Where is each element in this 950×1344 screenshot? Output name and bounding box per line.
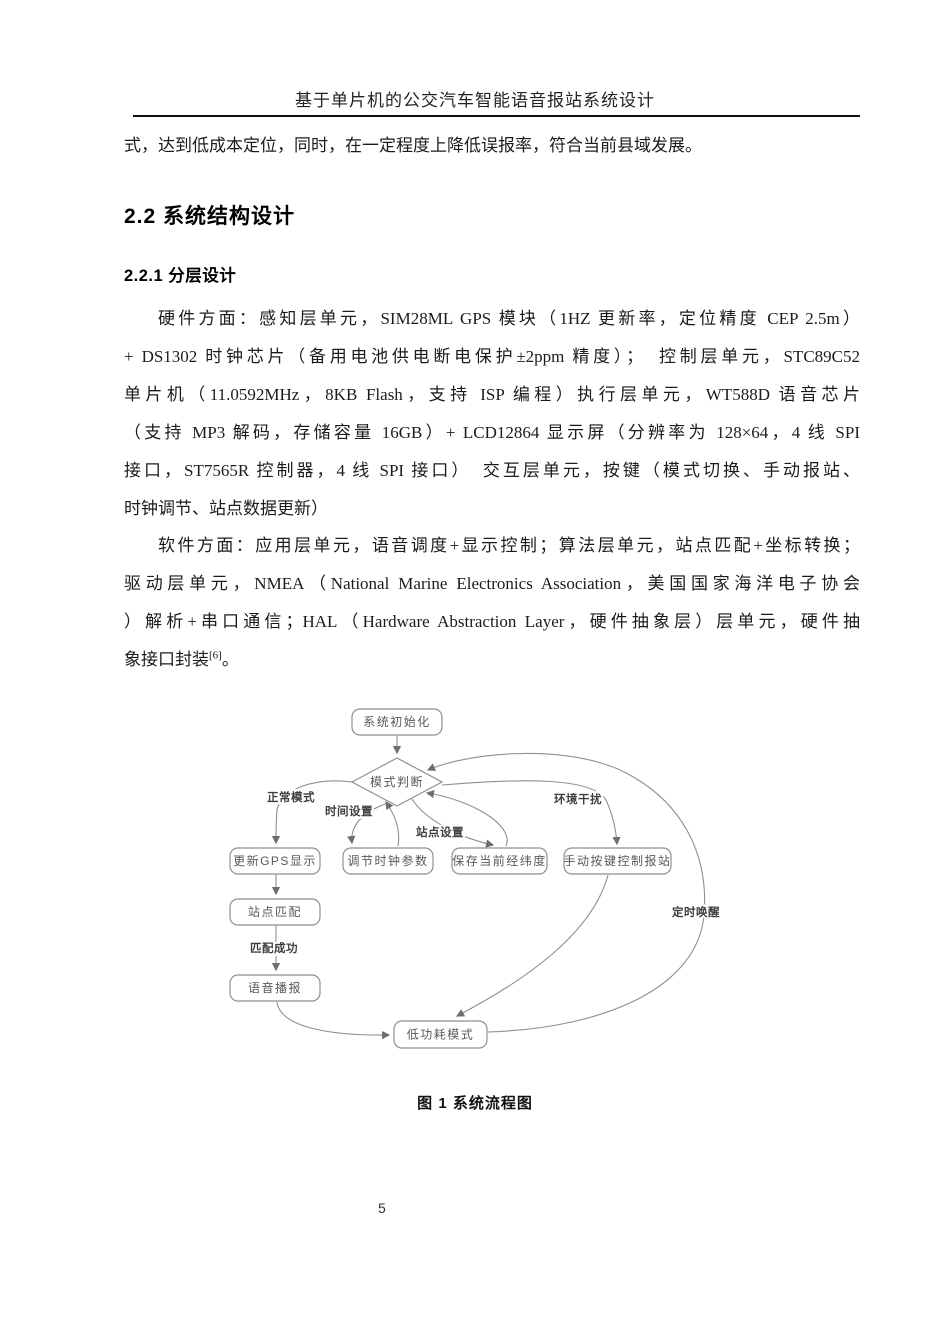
- flow-node-label-low: 低功耗模式: [407, 1028, 475, 1042]
- flow-edge-e_station_up: [425, 789, 508, 847]
- flow-edge-label-e_env: 环境干扰: [554, 792, 602, 806]
- flow-edge-label-e_station_down: 站点设置: [416, 825, 464, 839]
- flow-node-label-manual: 手动按键控制报站: [563, 853, 671, 868]
- flow-node-voice: [229, 974, 321, 1002]
- flow-node-label-save: 保存当前经纬度: [452, 853, 547, 868]
- flow-node-label-match: 站点匹配: [248, 905, 302, 919]
- flow-edge-e_env: [441, 780, 621, 846]
- paragraph-text: 。: [221, 650, 239, 669]
- flow-node-init: [351, 708, 443, 736]
- paragraph-line: 单片机（11.0592MHz，8KB Flash，支持 ISP 编程）执行层单元…: [124, 385, 860, 404]
- flow-node-manual: [563, 847, 672, 875]
- hardware-paragraph: 硬件方面：感知层单元，SIM28ML GPS 模块（1HZ 更新率，定位精度 C…: [124, 300, 860, 528]
- flow-edge-label-e_match_voice: 匹配成功: [250, 941, 298, 955]
- section-heading: 2.2 系统结构设计: [124, 205, 296, 228]
- paragraph-line: 接口，ST7565R 控制器，4 线 SPI 接口） 交互层单元，按键（模式切换…: [124, 461, 860, 480]
- paragraph-line: + DS1302 时钟芯片（备用电池供电断电保护±2ppm 精度）； 控制层单元…: [124, 347, 860, 366]
- flow-node-label-voice: 语音播报: [248, 980, 302, 995]
- paragraph-line: 软件方面：应用层单元，语音调度+显示控制；算法层单元，站点匹配+坐标转换；: [158, 536, 860, 555]
- flow-node-decision: [350, 757, 444, 807]
- intro-paragraph: 式，达到低成本定位，同时，在一定程度上降低误报率，符合当前县域发展。: [124, 136, 702, 155]
- flow-node-label-init: 系统初始化: [363, 715, 431, 729]
- flow-edge-e_manual_low: [455, 874, 609, 1017]
- running-header: 基于单片机的公交汽车智能语音报站系统设计: [295, 91, 655, 110]
- flow-edge-e_wake: [426, 752, 706, 1033]
- flow-edge-e_station_down: [411, 798, 495, 848]
- flow-node-clock: [342, 847, 434, 875]
- figure-caption: 图 1 系统流程图: [417, 1095, 533, 1112]
- paragraph-line: 驱动层单元，NMEA（National Marine Electronics A…: [124, 574, 860, 593]
- flow-edge-label-e_wake: 定时唤醒: [672, 905, 720, 919]
- flow-node-low: [393, 1020, 488, 1049]
- paragraph-line: 时钟调节、站点数据更新）: [124, 499, 328, 518]
- flow-node-label-clock: 调节时钟参数: [347, 853, 428, 868]
- header-rule: [133, 115, 860, 117]
- flow-edge-e_voice_low: [276, 1001, 391, 1040]
- flow-edge-label-e_normal: 正常模式: [267, 790, 315, 804]
- paragraph-line: 象接口封装[6]。: [124, 641, 860, 679]
- flow-node-label-gps: 更新GPS显示: [233, 853, 317, 868]
- flow-edge-label-e_time_down: 时间设置: [325, 804, 373, 818]
- flow-node-save: [451, 847, 548, 875]
- software-paragraph: 软件方面：应用层单元，语音调度+显示控制；算法层单元，站点匹配+坐标转换； 驱动…: [124, 527, 860, 679]
- flow-node-match: [229, 898, 321, 926]
- page-number: 5: [378, 1200, 386, 1216]
- paragraph-line: ）解析+串口通信；HAL（Hardware Abstraction Layer，…: [124, 612, 860, 631]
- citation-mark: [6]: [209, 649, 222, 662]
- flow-node-gps: [229, 847, 321, 875]
- flow-edge-e_time_up: [385, 800, 400, 847]
- paragraph-line: （支持 MP3 解码，存储容量 16GB）+ LCD12864 显示屏（分辨率为…: [124, 423, 860, 442]
- flow-node-label-decision: 模式判断: [370, 774, 424, 789]
- flow-edge-e_time_down: [347, 802, 389, 845]
- paragraph-line: 硬件方面：感知层单元，SIM28ML GPS 模块（1HZ 更新率，定位精度 C…: [158, 309, 860, 328]
- flow-edge-e_normal: [271, 780, 353, 845]
- paragraph-text: 象接口封装: [124, 650, 209, 669]
- subsection-heading: 2.2.1 分层设计: [124, 267, 237, 285]
